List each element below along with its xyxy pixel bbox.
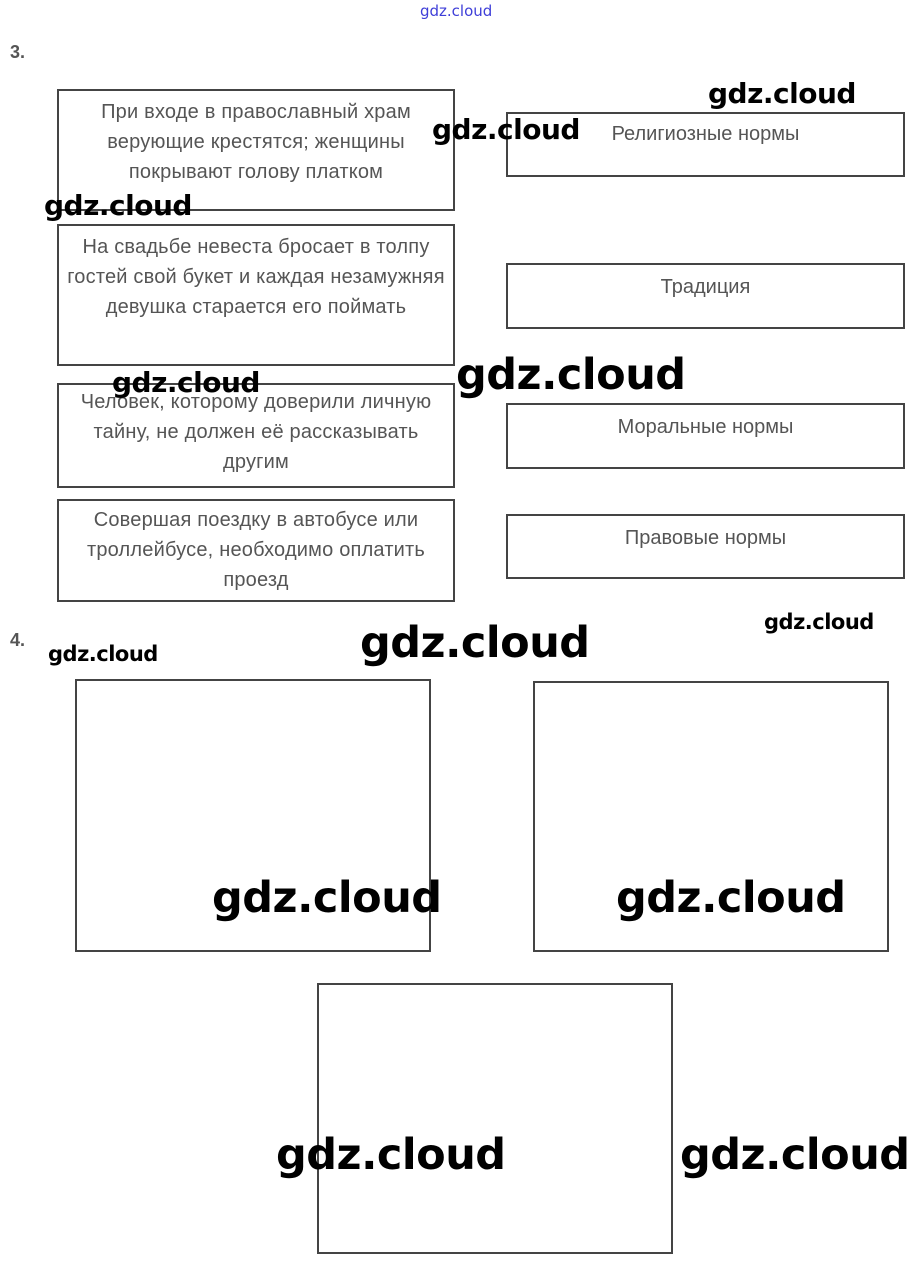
norm-label-tradition: Традиция — [660, 276, 751, 298]
norm-box-moral: Моральные нормы — [506, 403, 905, 469]
watermark: gdz.cloud — [276, 1130, 506, 1180]
drawing-box-3 — [317, 983, 673, 1254]
situation-box-1: При входе в православный храм верующие к… — [57, 89, 455, 211]
situation-text-4: Совершая поездку в автобусе или троллейб… — [86, 509, 426, 591]
watermark: gdz.cloud — [212, 873, 442, 923]
top-watermark-link[interactable]: gdz.cloud — [420, 2, 493, 20]
watermark: gdz.cloud — [48, 642, 158, 666]
watermark: gdz.cloud — [708, 77, 856, 110]
drawing-box-1 — [75, 679, 431, 952]
situation-text-2: На свадьбе невеста бросает в толпу госте… — [67, 236, 445, 318]
norm-box-legal: Правовые нормы — [506, 514, 905, 579]
watermark: gdz.cloud — [44, 189, 192, 222]
situation-text-3: Человек, которому доверили личную тайну,… — [80, 391, 432, 473]
task-3-number: 3. — [10, 42, 26, 62]
norm-box-tradition: Традиция — [506, 263, 905, 329]
situation-box-2: На свадьбе невеста бросает в толпу госте… — [57, 224, 455, 366]
watermark: gdz.cloud — [616, 873, 846, 923]
watermark: gdz.cloud — [456, 350, 686, 400]
situation-text-1: При входе в православный храм верующие к… — [101, 101, 411, 183]
watermark: gdz.cloud — [360, 618, 590, 668]
task-4-number: 4. — [10, 630, 26, 650]
situation-box-4: Совершая поездку в автобусе или троллейб… — [57, 499, 455, 602]
watermark: gdz.cloud — [112, 366, 260, 399]
norm-label-religious: Религиозные нормы — [611, 123, 800, 145]
watermark: gdz.cloud — [432, 113, 580, 146]
norm-label-legal: Правовые нормы — [624, 527, 787, 549]
situation-box-3: Человек, которому доверили личную тайну,… — [57, 383, 455, 488]
watermark: gdz.cloud — [680, 1130, 910, 1180]
watermark: gdz.cloud — [764, 610, 874, 634]
norm-box-religious: Религиозные нормы — [506, 112, 905, 177]
norm-label-moral: Моральные нормы — [617, 416, 794, 438]
drawing-box-2 — [533, 681, 889, 952]
